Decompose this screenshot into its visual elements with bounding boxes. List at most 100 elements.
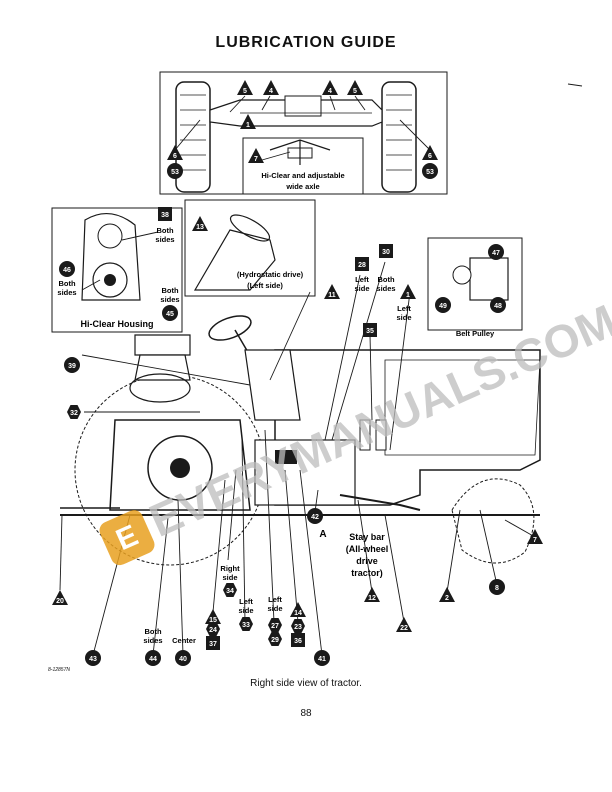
- svg-text:49: 49: [439, 303, 447, 310]
- svg-text:35: 35: [366, 328, 374, 335]
- svg-text:side: side: [222, 573, 237, 582]
- svg-text:Left: Left: [268, 595, 282, 604]
- marker-6-right: 6: [422, 145, 438, 160]
- svg-text:8: 8: [495, 585, 499, 592]
- svg-text:48: 48: [494, 303, 502, 310]
- svg-text:sides: sides: [143, 636, 162, 645]
- svg-text:43: 43: [89, 656, 97, 663]
- marker-32: 32: [67, 405, 81, 419]
- marker-33: 33: [239, 617, 253, 631]
- marker-40: 40: [175, 650, 191, 666]
- marker-46: 46: [59, 261, 75, 277]
- svg-text:Left: Left: [239, 597, 253, 606]
- svg-text:side: side: [354, 284, 369, 293]
- marker-1-side: 1: [400, 284, 416, 299]
- svg-text:11: 11: [328, 292, 336, 299]
- marker-53-right: 53: [422, 163, 438, 179]
- svg-text:32: 32: [70, 410, 78, 417]
- svg-text:34: 34: [226, 588, 234, 595]
- svg-text:45: 45: [166, 311, 174, 318]
- svg-text:38: 38: [161, 212, 169, 219]
- svg-text:5: 5: [243, 88, 247, 95]
- svg-text:41: 41: [318, 656, 326, 663]
- svg-text:24: 24: [209, 627, 217, 634]
- svg-text:13: 13: [196, 224, 204, 231]
- svg-text:(Hydrostatic drive): (Hydrostatic drive): [237, 270, 304, 279]
- hi-clear-axle-label: Hi-Clear and adjustable: [261, 171, 344, 180]
- marker-42: 42: [307, 508, 323, 524]
- svg-text:side: side: [238, 606, 253, 615]
- callout-markers: 5 4 4 5 1 6 53 6 53 7 38 46 45 13 30 28 …: [52, 80, 543, 666]
- svg-text:1: 1: [406, 292, 410, 299]
- marker-39: 39: [64, 357, 80, 373]
- marker-7-front: 7: [527, 529, 543, 544]
- marker-38: 38: [158, 207, 172, 221]
- marker-13: 13: [192, 216, 208, 231]
- marker-53-left: 53: [167, 163, 183, 179]
- watermark-logo: [99, 510, 155, 566]
- tractor-side-view: [60, 315, 541, 566]
- marker-28: 28: [355, 257, 369, 271]
- svg-text:7: 7: [254, 156, 258, 163]
- svg-text:2: 2: [445, 595, 449, 602]
- marker-35: 35: [363, 323, 377, 337]
- svg-text:22: 22: [400, 625, 408, 632]
- marker-22: 22: [396, 617, 412, 632]
- svg-text:sides: sides: [376, 284, 395, 293]
- marker-37: 37: [206, 636, 220, 650]
- svg-text:20: 20: [56, 598, 64, 605]
- hi-clear-housing-inset: [51, 207, 183, 333]
- svg-text:40: 40: [179, 656, 187, 663]
- marker-6-left: 6: [167, 145, 183, 160]
- marker-7-axle: 7: [248, 148, 264, 163]
- svg-text:15: 15: [209, 617, 217, 624]
- svg-text:30: 30: [382, 249, 390, 256]
- marker-44: 44: [145, 650, 161, 666]
- marker-29: 29: [268, 632, 282, 646]
- marker-41: 41: [314, 650, 330, 666]
- svg-text:5: 5: [353, 88, 357, 95]
- svg-text:42: 42: [311, 514, 319, 521]
- marker-45: 45: [162, 305, 178, 321]
- svg-text:sides: sides: [155, 235, 174, 244]
- marker-49: 49: [435, 297, 451, 313]
- svg-text:Both: Both: [58, 279, 75, 288]
- svg-text:1: 1: [246, 122, 250, 129]
- marker-2: 2: [439, 587, 455, 602]
- page-title: LUBRICATION GUIDE: [215, 34, 397, 51]
- svg-text:Both: Both: [161, 286, 178, 295]
- svg-text:Left: Left: [355, 275, 369, 284]
- svg-text:Both: Both: [377, 275, 394, 284]
- svg-text:4: 4: [328, 88, 332, 95]
- callout-text: Hi-Clear and adjustable wide axle Both s…: [57, 171, 495, 645]
- svg-text:44: 44: [149, 656, 157, 663]
- svg-text:(Left side): (Left side): [247, 281, 283, 290]
- svg-text:53: 53: [171, 169, 179, 176]
- figure-reference: 8-12857N: [48, 667, 70, 673]
- marker-20: 20: [52, 590, 68, 605]
- marker-23: 23: [291, 619, 305, 633]
- svg-text:37: 37: [209, 641, 217, 648]
- svg-text:Right: Right: [220, 564, 240, 573]
- marker-1-axle: 1: [240, 114, 256, 129]
- page-number: 88: [300, 708, 312, 719]
- front-axle-inset: [159, 71, 448, 195]
- svg-text:6: 6: [173, 153, 177, 160]
- belt-pulley-label: Belt Pulley: [456, 329, 495, 338]
- marker-48: 48: [490, 297, 506, 313]
- svg-text:23: 23: [294, 624, 302, 631]
- hi-clear-housing-label: Hi-Clear Housing: [80, 319, 153, 329]
- marker-12: 12: [364, 587, 380, 602]
- marker-4-right: 4: [322, 80, 338, 95]
- svg-text:36: 36: [294, 638, 302, 645]
- svg-text:Left: Left: [397, 304, 411, 313]
- marker-30: 30: [379, 244, 393, 258]
- hydrostatic-inset: [184, 199, 316, 297]
- svg-text:Center: Center: [172, 636, 196, 645]
- marker-5-left: 5: [237, 80, 253, 95]
- svg-text:14: 14: [294, 610, 302, 617]
- hi-clear-axle-label-2: wide axle: [285, 182, 319, 191]
- marker-11: 11: [324, 284, 340, 299]
- scan-mark: [567, 83, 583, 87]
